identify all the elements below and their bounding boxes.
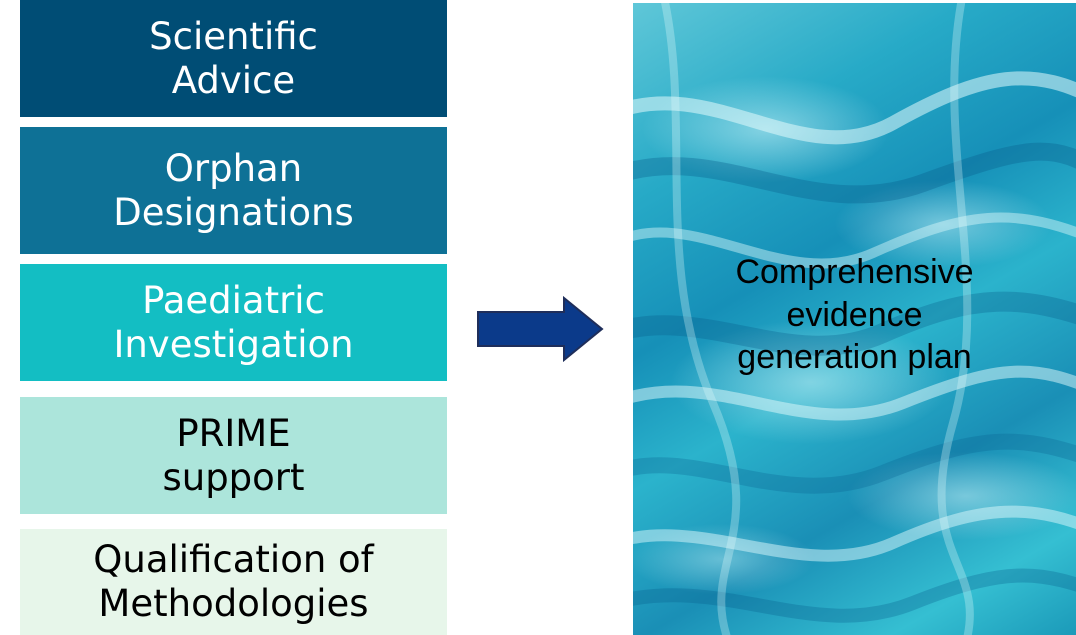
box-qualification-of-methodologies: Qualification of Methodologies xyxy=(20,529,447,635)
right-arrow-icon xyxy=(477,296,604,362)
box-paediatric-investigation: Paediatric Investigation xyxy=(20,264,447,381)
box-scientific-advice: Scientific Advice xyxy=(20,0,447,117)
box-label-prime-support: PRIME support xyxy=(162,411,305,499)
box-label-paediatric-investigation: Paediatric Investigation xyxy=(113,278,354,366)
water-texture xyxy=(633,3,1076,635)
box-orphan-designations: Orphan Designations xyxy=(20,127,447,254)
outcome-label: Comprehensive evidence generation plan xyxy=(735,253,974,376)
box-label-qualification-of-methodologies: Qualification of Methodologies xyxy=(93,538,374,625)
box-prime-support: PRIME support xyxy=(20,397,447,514)
outcome-panel: Comprehensive evidence generation plan xyxy=(633,3,1076,635)
box-label-scientific-advice: Scientific Advice xyxy=(149,14,318,102)
box-label-orphan-designations: Orphan Designations xyxy=(113,146,354,234)
